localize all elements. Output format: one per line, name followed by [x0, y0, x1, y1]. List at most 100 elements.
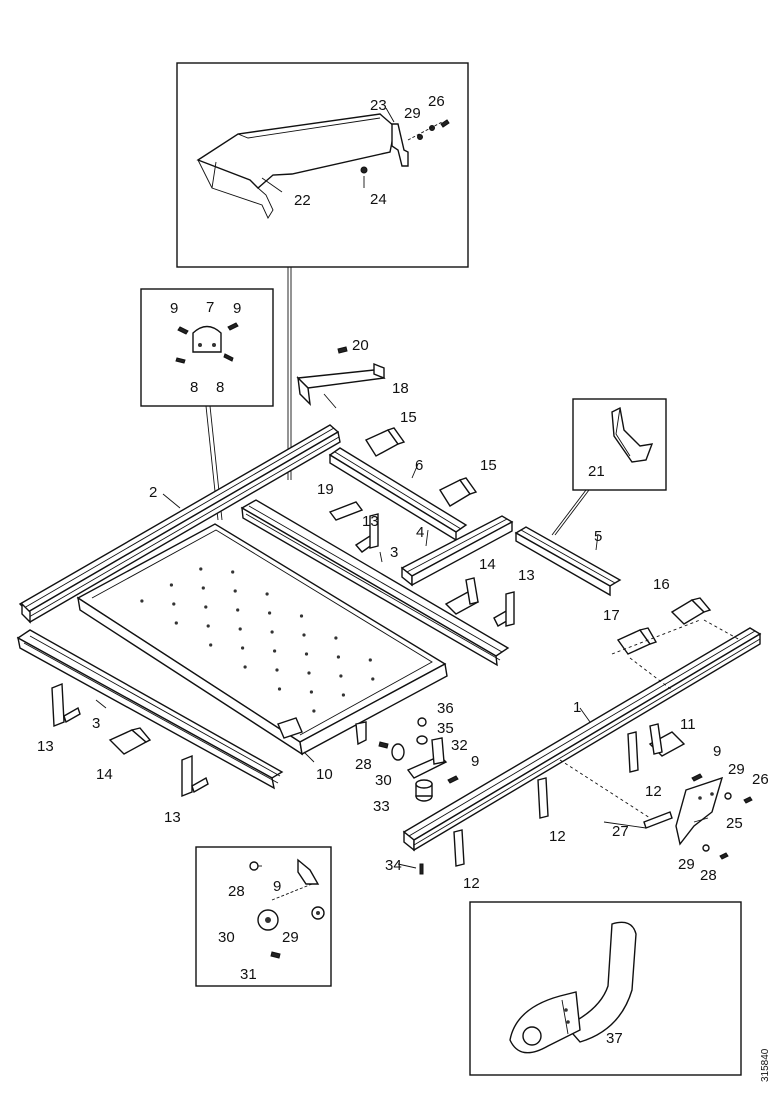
inset-top-frame: [176, 62, 469, 268]
mounting-hole: [309, 690, 313, 694]
drawing-number: 315840: [760, 1048, 771, 1082]
mounting-hole: [299, 614, 304, 618]
label-20: 20: [352, 337, 369, 354]
mounting-hole: [312, 709, 316, 713]
label-25: 25: [726, 815, 743, 832]
mounting-hole: [169, 583, 173, 587]
mounting-hole: [238, 627, 242, 631]
inset-bottom-right-frame: [469, 901, 742, 1076]
mounting-hole: [209, 643, 213, 647]
mounting-hole: [275, 668, 279, 672]
bracket-part-15-upper: [364, 427, 406, 457]
bracket-part-13-right: [493, 591, 515, 627]
rail-part-3-middle: [240, 499, 510, 667]
label-24: 24: [370, 191, 387, 208]
label-9-right: 9: [713, 743, 721, 760]
strap-part-37: [509, 921, 637, 1054]
label-29-right-a: 29: [728, 761, 745, 778]
rail-part-2: [18, 424, 341, 624]
label-12-b: 12: [549, 828, 566, 845]
label-4: 4: [416, 524, 424, 541]
bracket-part-18: [296, 362, 386, 409]
mounting-hole: [273, 649, 277, 653]
label-17: 17: [603, 607, 620, 624]
label-36: 36: [437, 700, 454, 717]
bracket-part-12-b: [537, 777, 549, 819]
mounting-hole: [265, 592, 269, 596]
label-13-right: 13: [518, 567, 535, 584]
label-21: 21: [588, 463, 605, 480]
mounting-hole: [172, 602, 176, 606]
label-33: 33: [373, 798, 390, 815]
bumper-part-33: [415, 779, 433, 802]
bracket-part-11: [648, 723, 686, 757]
mounting-hole: [304, 652, 309, 656]
mount-part-32: [406, 737, 448, 779]
label-9-inset-left: 9: [170, 300, 178, 317]
label-34: 34: [385, 857, 402, 874]
label-28-center: 28: [355, 756, 372, 773]
rail-part-1: [402, 627, 762, 852]
label-16: 16: [653, 576, 670, 593]
mounting-hole: [307, 671, 311, 675]
label-3-middle: 3: [390, 544, 398, 561]
mounting-hole: [334, 636, 338, 640]
label-29-top: 29: [404, 105, 421, 122]
label-30-center: 30: [375, 772, 392, 789]
bracket-part-7: [192, 325, 222, 353]
bracket-part-17: [616, 627, 658, 655]
label-35: 35: [437, 720, 454, 737]
label-5: 5: [594, 528, 602, 545]
bracket-part-12-a: [627, 731, 639, 773]
label-7: 7: [206, 299, 214, 316]
mounting-hole: [199, 567, 203, 571]
mounting-hole: [204, 605, 208, 609]
label-13-left-b: 13: [164, 809, 181, 826]
bracket-part-12-c: [453, 829, 465, 867]
label-28-right: 28: [700, 867, 717, 884]
label-14-middle: 14: [479, 556, 496, 573]
cover-part-22: [196, 113, 396, 219]
mounting-hole: [368, 658, 372, 662]
label-12-a: 12: [645, 783, 662, 800]
mounting-hole: [174, 621, 178, 625]
label-14-left: 14: [96, 766, 113, 783]
bracket-part-19: [328, 501, 364, 521]
mounting-hole: [231, 570, 235, 574]
rail-part-4: [400, 515, 514, 587]
label-6: 6: [415, 457, 423, 474]
mounting-hole: [268, 611, 272, 615]
label-15-upper: 15: [400, 409, 417, 426]
label-26-right: 26: [752, 771, 769, 788]
mounting-hole: [341, 693, 345, 697]
mounting-hole: [336, 655, 340, 659]
label-9-inset-right: 9: [233, 300, 241, 317]
mounting-hole: [201, 586, 205, 590]
label-26-top: 26: [428, 93, 445, 110]
mounting-hole: [371, 677, 375, 681]
bracket-part-23: [391, 123, 409, 167]
strip-part-27: [643, 811, 673, 829]
label-1: 1: [573, 699, 581, 716]
label-13-left-a: 13: [37, 738, 54, 755]
mounting-hole: [277, 687, 282, 691]
bracket-part-13-left-b: [181, 754, 209, 798]
label-27: 27: [612, 823, 629, 840]
label-15-lower: 15: [480, 457, 497, 474]
mounting-hole: [270, 630, 274, 634]
mounting-hole: [302, 633, 306, 637]
inset-bottom-left-frame: [195, 846, 332, 987]
label-28-inset: 28: [228, 883, 245, 900]
bracket-part-15-lower: [438, 477, 478, 507]
label-8-left: 8: [190, 379, 198, 396]
label-37: 37: [606, 1030, 623, 1047]
label-13-upper: 13: [362, 513, 379, 530]
bracket-part-25: [675, 776, 724, 846]
label-8-right: 8: [216, 379, 224, 396]
bracket-part-21: [611, 406, 654, 463]
inset-right-frame: [572, 398, 667, 491]
mounting-hole: [233, 589, 237, 593]
mounting-hole: [140, 599, 144, 603]
bracket-part-13-left-a: [51, 682, 81, 728]
